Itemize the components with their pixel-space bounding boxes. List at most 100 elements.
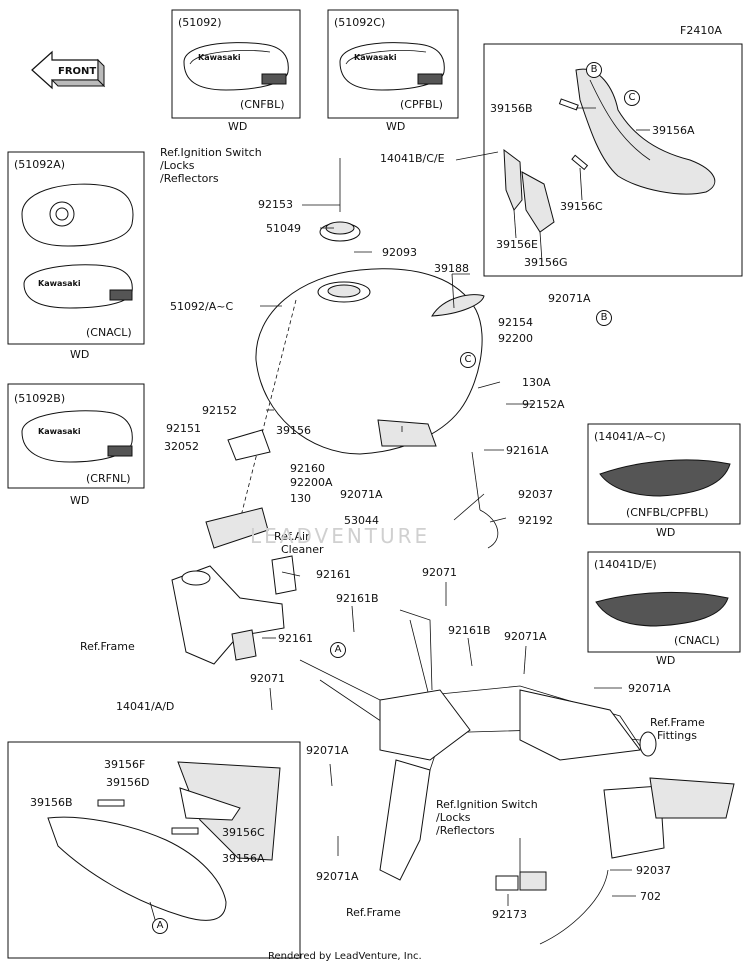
variant-box-14041a-c: (14041/A~C) (CNFBL/CPFBL) WD (587, 423, 741, 539)
label-92151: 92151 (166, 422, 201, 435)
label-39188: 39188 (434, 262, 469, 275)
variant-box-51092b: (51092B) Kawasaki (CRFNL) WD (7, 383, 145, 507)
label-14041bce: 14041B/C/E (380, 152, 445, 165)
label-130a: 130A (522, 376, 551, 389)
label-32052: 32052 (164, 440, 199, 453)
variant-note-51092c: WD (386, 120, 405, 133)
tank-brand-2: Kawasaki (354, 53, 397, 62)
ignition-bracket (495, 871, 547, 891)
label-92071a-4: 92071A (628, 682, 671, 695)
tank-brand-3: Kawasaki (38, 279, 81, 288)
label-92192: 92192 (518, 514, 553, 527)
fuel-tank (239, 268, 483, 521)
label-92161a: 92161A (506, 444, 549, 457)
variant-code-51092: (CNFBL) (240, 98, 285, 111)
front-arrow-icon: FRONT (31, 50, 106, 90)
ref-frame-2: Ref.Frame (346, 906, 401, 919)
variant-code-51092b: (CRFNL) (86, 472, 131, 485)
label-39156e-inset: 39156E (496, 238, 538, 251)
label-92071a-6: 92071A (316, 870, 359, 883)
tank-brand-1: Kawasaki (198, 53, 241, 62)
ref-frame-fittings: Ref.Frame Fittings (650, 716, 705, 742)
label-92161-bottom: 92161 (278, 632, 313, 645)
ref-bubble-a-inset: A (152, 918, 168, 934)
variant-note-14041d-e: WD (656, 654, 675, 667)
variant-code-51092c: (CPFBL) (400, 98, 443, 111)
variant-part-14041d-e: (14041D/E) (594, 558, 657, 571)
label-92037-bottom: 92037 (636, 864, 671, 877)
leader-lines (149, 107, 650, 931)
variant-box-51092a: (51092A) Kawasaki (CNACL) WD (7, 151, 145, 361)
inset-side-cover-box (483, 43, 743, 277)
variant-note-51092a: WD (70, 348, 89, 361)
label-92152a: 92152A (522, 398, 565, 411)
label-39156c: 39156C (222, 826, 265, 839)
variant-box-51092: (51092) Kawasaki (CNFBL) WD (171, 9, 301, 133)
drain-hose-702 (539, 869, 609, 945)
label-92160: 92160 (290, 462, 325, 475)
label-92071a-1: 92071A (548, 292, 591, 305)
ref-bubble-c-inset: C (624, 90, 640, 106)
ref-bubble-b: B (596, 310, 612, 326)
ref-bubble-a: A (330, 642, 346, 658)
label-92071-right: 92071 (422, 566, 457, 579)
ref-ignition-bottom: Ref.Ignition Switch /Locks /Reflectors (436, 798, 538, 837)
side-cover-inset (7, 741, 301, 959)
label-53044: 53044 (344, 514, 379, 527)
label-39156c-inset: 39156C (560, 200, 603, 213)
label-92152: 92152 (202, 404, 237, 417)
variant-part-51092c: (51092C) (334, 16, 385, 29)
label-39156b: 39156B (30, 796, 73, 809)
variant-part-51092b: (51092B) (14, 392, 65, 405)
label-92071a-2: 92071A (340, 488, 383, 501)
tank-hose (471, 451, 499, 549)
variant-note-14041a-c: WD (656, 526, 675, 539)
label-92200: 92200 (498, 332, 533, 345)
tank-trim-39188 (431, 294, 485, 317)
variant-note-51092: WD (228, 120, 247, 133)
label-51049: 51049 (266, 222, 301, 235)
front-arrow-label: FRONT (58, 66, 96, 77)
variant-code-14041a-c: (CNFBL/CPFBL) (626, 506, 709, 519)
label-92173: 92173 (492, 908, 527, 921)
variant-code-51092a: (CNACL) (86, 326, 132, 339)
main-frame (299, 609, 657, 881)
variant-part-51092: (51092) (178, 16, 222, 29)
label-92093: 92093 (382, 246, 417, 259)
diagram-id: F2410A (680, 24, 722, 37)
variant-note-51092b: WD (70, 494, 89, 507)
variant-part-14041a-c: (14041/A~C) (594, 430, 666, 443)
label-39156d: 39156D (106, 776, 150, 789)
footer-credit: Rendered by LeadVenture, Inc. (268, 951, 422, 962)
label-92071-left: 92071 (250, 672, 285, 685)
ref-ignition-top: Ref.Ignition Switch /Locks /Reflectors (160, 146, 262, 185)
ref-bubble-c: C (460, 352, 476, 368)
air-cleaner-bracket (205, 507, 297, 595)
frame-front (171, 565, 285, 665)
label-39156: 39156 (276, 424, 311, 437)
label-14041ad: 14041/A/D (116, 700, 175, 713)
filler-cap (319, 221, 361, 242)
label-92071a-3: 92071A (504, 630, 547, 643)
label-39156a-inset: 39156A (652, 124, 695, 137)
label-39156g-inset: 39156G (524, 256, 568, 269)
label-92161b-right: 92161B (448, 624, 491, 637)
label-130: 130 (290, 492, 311, 505)
ref-frame-1: Ref.Frame (80, 640, 135, 653)
variant-box-14041d-e: (14041D/E) (CNACL) WD (587, 551, 741, 667)
label-92071a-5: 92071A (306, 744, 349, 757)
tank-brand-4: Kawasaki (38, 427, 81, 436)
ref-bubble-b-inset: B (586, 62, 602, 78)
label-92161b-left: 92161B (336, 592, 379, 605)
variant-code-14041d-e: (CNACL) (674, 634, 720, 647)
label-92153: 92153 (258, 198, 293, 211)
variant-part-51092a: (51092A) (14, 158, 65, 171)
label-92161-top: 92161 (316, 568, 351, 581)
label-702: 702 (640, 890, 661, 903)
rear-tray (603, 777, 735, 859)
ref-air-cleaner: Ref.Air Cleaner (274, 530, 324, 556)
label-39156a: 39156A (222, 852, 265, 865)
label-51092ac: 51092/A~C (170, 300, 234, 313)
label-92037-top: 92037 (518, 488, 553, 501)
